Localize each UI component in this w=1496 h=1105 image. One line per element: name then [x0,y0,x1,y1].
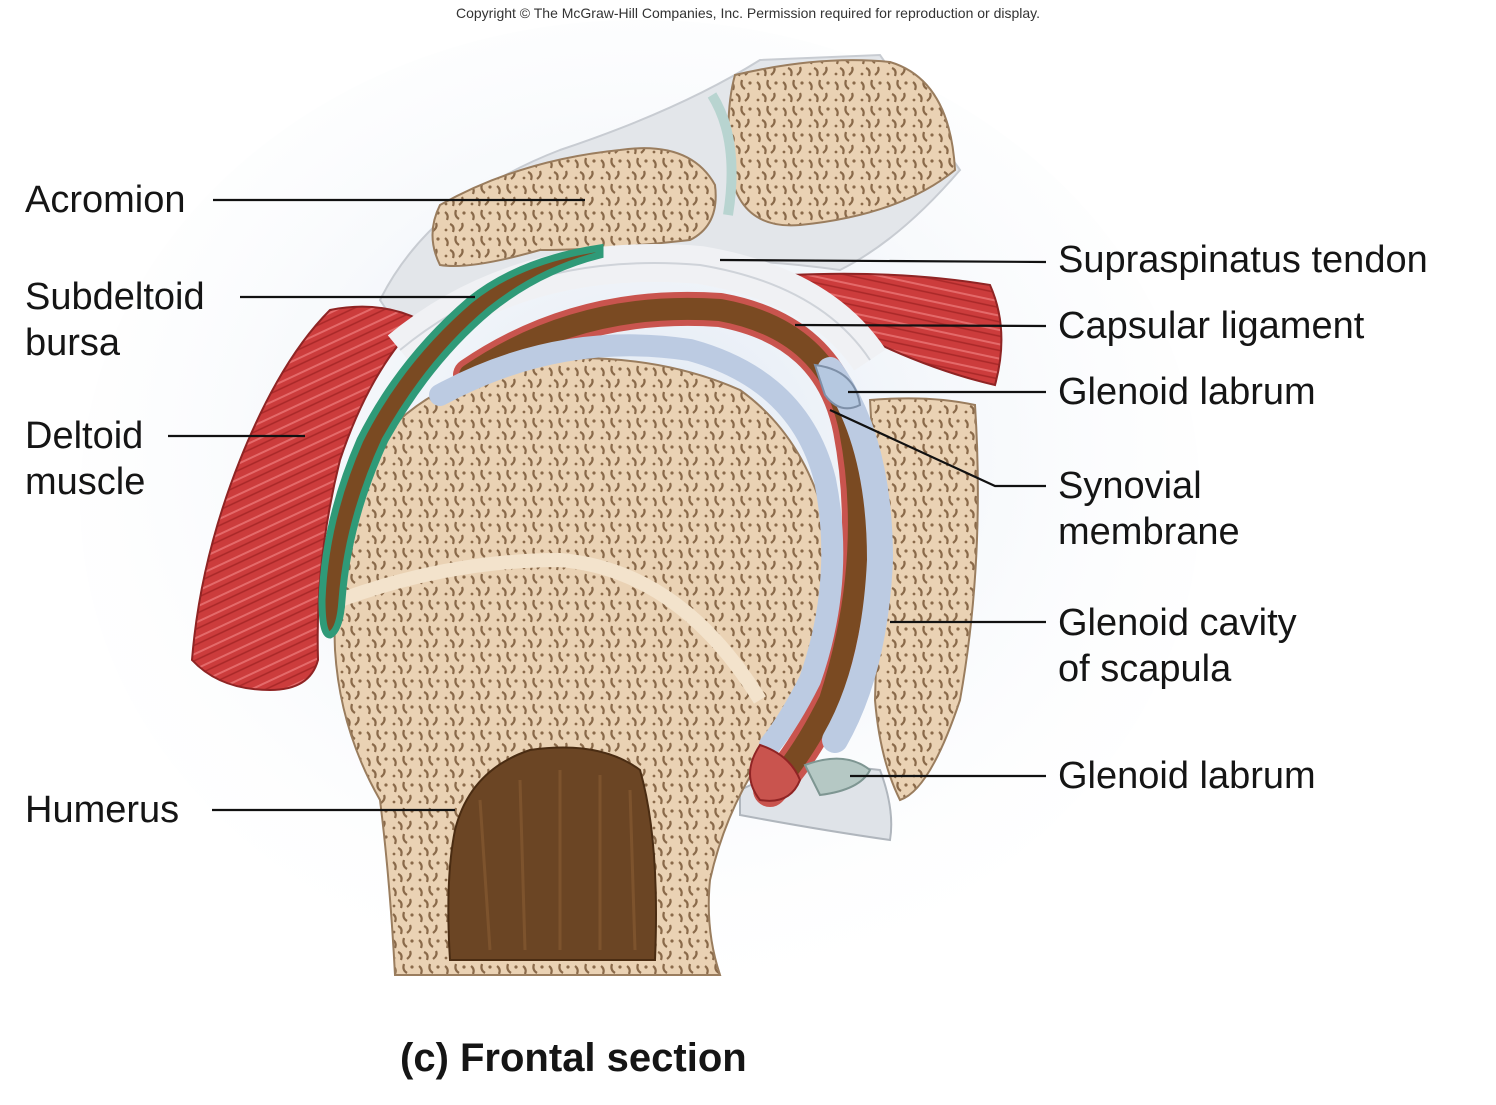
leader-supraspinatus [719,258,1047,264]
subdeltoid-bursa [318,243,604,639]
label-glenoid-cavity-line2: of scapula [1058,648,1232,690]
label-synovial-line2: membrane [1058,511,1240,553]
marrow-cavity [447,746,657,961]
label-subdeltoid-line1: Subdeltoid [25,276,205,318]
glenoid-labrum-top [813,363,862,410]
glenoid-labrum-bottom [803,757,872,797]
label-glenoid-cavity-line1: Glenoid cavity [1058,602,1297,644]
label-synovial-line1: Synovial [1058,465,1202,507]
ac-joint-cartilage [707,92,737,216]
acromion [431,147,717,267]
label-deltoid-line1: Deltoid [25,415,144,457]
leader-synovial [829,409,1046,488]
copyright-notice: Copyright © The McGraw-Hill Companies, I… [455,5,1041,21]
label-glenoid-labrum-bottom: Glenoid labrum [1058,755,1316,797]
label-supraspinatus-tendon: Supraspinatus tendon [1058,239,1428,281]
label-humerus: Humerus [25,789,180,831]
label-acromion: Acromion [25,179,186,221]
label-capsular-ligament: Capsular ligament [1058,305,1365,347]
synovial-fold-bottom [749,743,802,802]
label-deltoid-line2: muscle [25,461,146,503]
label-glenoid-labrum-top: Glenoid labrum [1058,371,1316,413]
figure-caption: (c) Frontal section [400,1036,747,1080]
leader-lines [168,198,1047,812]
leader-capsular [794,323,1047,328]
glenoid-cartilage [817,357,894,753]
humeral-cartilage [429,334,844,756]
epiphyseal-line [337,552,766,704]
deltoid-muscle [190,305,422,692]
label-subdeltoid-line2: bursa [25,322,121,364]
